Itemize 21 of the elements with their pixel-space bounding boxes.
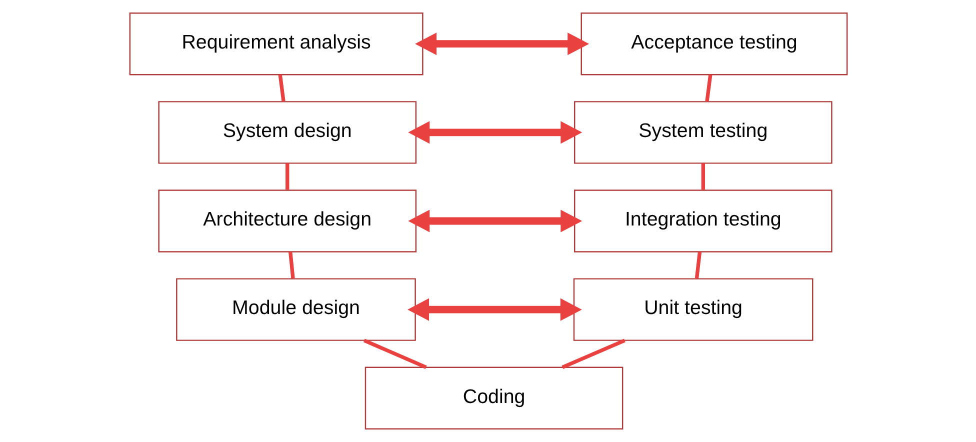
node-box: Requirement analysis [128, 12, 423, 76]
connector [288, 252, 294, 279]
arrow [408, 121, 582, 144]
node-box: Unit testing [572, 278, 813, 341]
connector [561, 338, 625, 370]
node-box: System design [158, 101, 416, 164]
arrow [414, 32, 589, 56]
connector [694, 252, 702, 279]
connector [362, 338, 426, 370]
node-box: Architecture design [158, 190, 416, 252]
node-box: Coding [364, 366, 623, 430]
connector [278, 74, 285, 102]
connector [704, 74, 712, 102]
node-box: System testing [574, 101, 832, 164]
connector [700, 163, 704, 190]
arrow [408, 210, 582, 232]
connector [285, 163, 289, 190]
node-box: Integration testing [574, 190, 832, 252]
node-box: Module design [176, 278, 416, 341]
arrow [407, 298, 582, 321]
node-box: Acceptance testing [580, 12, 848, 76]
